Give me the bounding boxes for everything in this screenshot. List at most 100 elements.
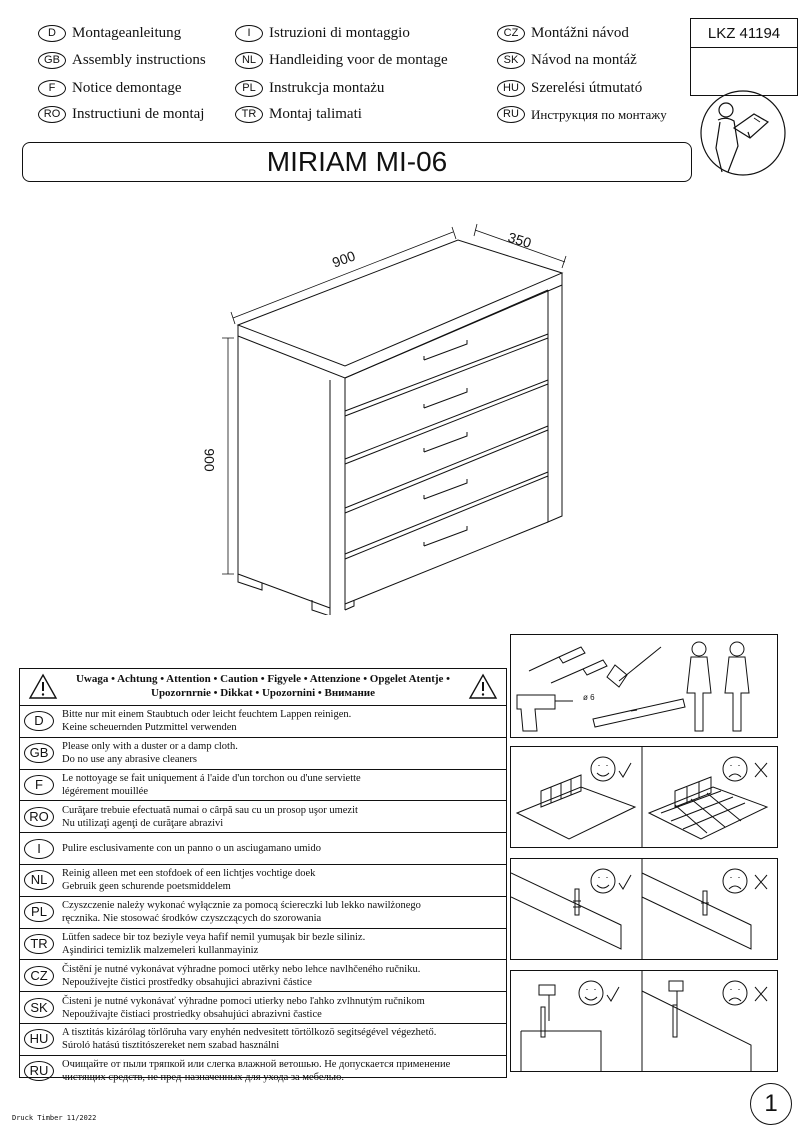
lang-item-gb: GB Assembly instructions	[38, 52, 206, 69]
lang-item-f: F Notice demontage	[38, 80, 182, 97]
grid-floor-icon	[647, 786, 769, 840]
warning-line: Nu utilizaţi agenţi de curăţare abrazivi	[62, 817, 224, 829]
warning-line: Pulire esclusivamente con un panno o un …	[62, 843, 321, 855]
warning-line: Čisteni je nutné vykonávať výhradne pomo…	[62, 995, 425, 1007]
lang-item-ro: RO Instructiuni de montaj	[38, 106, 204, 123]
lang-text: Notice demontage	[72, 80, 182, 96]
warning-row-nl: NL Reinig alleen met een stofdoek of een …	[20, 865, 506, 897]
warning-row-i: I Pulire esclusivamente con un panno o un…	[20, 833, 506, 865]
warning-code: HU	[24, 1029, 54, 1050]
sad-face-icon	[722, 756, 748, 782]
warning-line: Curăţare trebuie efectuată numai o cârpă…	[62, 804, 358, 816]
lkz-number: LKZ 41194	[691, 19, 797, 48]
warning-line: чистящих средств, не пред-назначенных дл…	[62, 1072, 344, 1084]
warning-line: A tisztitás kizárólag törlőruha vary eny…	[62, 1027, 437, 1039]
lang-code: GB	[38, 52, 66, 69]
lang-code: F	[38, 80, 66, 97]
hammer-icon	[606, 646, 662, 688]
warning-line: Čistění je nutné vykonávat výhradne pomo…	[62, 963, 421, 975]
lang-code: TR	[235, 106, 263, 123]
dresser-drawing	[222, 223, 567, 615]
warning-line: Lütfen sadece bir toz beziyle veya hafif…	[62, 931, 366, 943]
hammer-illustration	[520, 971, 768, 1071]
lang-text: Инструкция по монтажу	[531, 106, 667, 122]
lang-text: Assembly instructions	[72, 52, 206, 68]
lkz-box: LKZ 41194	[690, 18, 798, 96]
lang-code: RO	[38, 106, 66, 123]
warning-line: Do no use any abrasive cleaners	[62, 754, 197, 766]
dowel-correct-icon	[573, 888, 581, 916]
warning-header-text: Uwaga • Achtung • Attention • Caution • …	[75, 673, 451, 699]
happy-face-icon	[590, 868, 616, 894]
page-number: 1	[750, 1083, 792, 1125]
warning-line: Nepoužívajte čistiaci prostriedky obsahu…	[62, 1008, 322, 1020]
warning-row-hu: HU A tisztitás kizárólag törlőruha vary e…	[20, 1024, 506, 1056]
tools-illustration	[516, 641, 750, 732]
warning-line: Súroló hatású tisztitószereket nem szaba…	[62, 1040, 280, 1052]
lang-item-hu: HU Szerelési útmutató	[497, 80, 642, 97]
sad-face-icon	[722, 868, 748, 894]
warning-line: Aşindirici temizlik malzemeleri kullanma…	[62, 944, 259, 956]
warning-row-cz: CZ Čistění je nutné vykonávat výhradne po…	[20, 960, 506, 993]
warning-triangle-icon	[28, 673, 58, 699]
warning-row-d: D Bitte nur mit einem Staubtuch oder leic…	[20, 706, 506, 738]
lang-code: PL	[235, 80, 263, 97]
lang-text: Instrukcja montażu	[269, 80, 385, 96]
person-icon	[686, 656, 712, 732]
happy-face-icon	[590, 756, 616, 782]
lang-text: Handleiding voor de montage	[269, 52, 448, 68]
lang-code: HU	[497, 80, 525, 97]
warning-line: Keine scheuernden Putzmittel verwenden	[62, 722, 237, 734]
warning-line: Reinig alleen met een stofdoek of een li…	[62, 868, 316, 880]
warning-code: GB	[24, 743, 54, 764]
lang-code: D	[38, 25, 66, 42]
warning-line: Nepoužívejte čistici prostředky obsahuji…	[62, 976, 312, 988]
warning-row-gb: GB Please only with a duster or a damp cl…	[20, 738, 506, 770]
warning-code: D	[24, 711, 54, 732]
lang-text: Szerelési útmutató	[531, 80, 643, 96]
warning-header: Uwaga • Achtung • Attention • Caution • …	[20, 669, 506, 706]
warning-line: légérement mouillée	[62, 785, 149, 797]
checkmark-icon	[606, 986, 620, 1002]
warning-code: F	[24, 774, 54, 795]
phillips-screwdriver-icon	[550, 659, 608, 684]
warning-code: TR	[24, 933, 54, 954]
flat-screwdriver-icon	[528, 646, 586, 672]
warning-code: NL	[24, 870, 54, 891]
warning-code: RU	[24, 1061, 54, 1082]
carpet-illustration	[515, 747, 769, 847]
warning-line: Gebruik geen schurende poetsmiddelem	[62, 881, 231, 893]
happy-face-icon	[578, 980, 604, 1006]
warning-line: Please only with a duster or a damp clot…	[62, 741, 238, 753]
warning-line: ręcznika. Nie stosować środków czyszcząc…	[62, 913, 322, 925]
checkmark-icon	[618, 762, 632, 778]
warning-triangle-icon	[468, 673, 498, 699]
sad-face-icon	[722, 980, 748, 1006]
tools-panel: ø 6	[510, 634, 778, 738]
lang-item-pl: PL Instrukcja montażu	[235, 80, 384, 97]
drill-icon	[516, 694, 573, 732]
lang-text: Instructiuni de montaj	[72, 106, 205, 122]
lang-item-ru: RU Инструкция по монтажу	[497, 106, 667, 123]
warning-code: CZ	[24, 965, 54, 986]
warning-row-tr: TR Lütfen sadece bir toz beziyle veya haf…	[20, 929, 506, 961]
warning-code: PL	[24, 902, 54, 923]
drill-size-label: ø 6	[583, 693, 595, 702]
warning-code: I	[24, 838, 54, 859]
person-icon	[724, 656, 750, 732]
lang-code: CZ	[497, 25, 525, 42]
warning-line: Bitte nur mit einem Staubtuch oder leich…	[62, 709, 352, 721]
care-warning-table: Uwaga • Achtung • Attention • Caution • …	[19, 668, 507, 1083]
lang-text: Istruzioni di montaggio	[269, 25, 410, 41]
checkmark-icon	[618, 874, 632, 890]
lang-code: RU	[497, 106, 525, 123]
carpet-panel	[510, 746, 778, 848]
